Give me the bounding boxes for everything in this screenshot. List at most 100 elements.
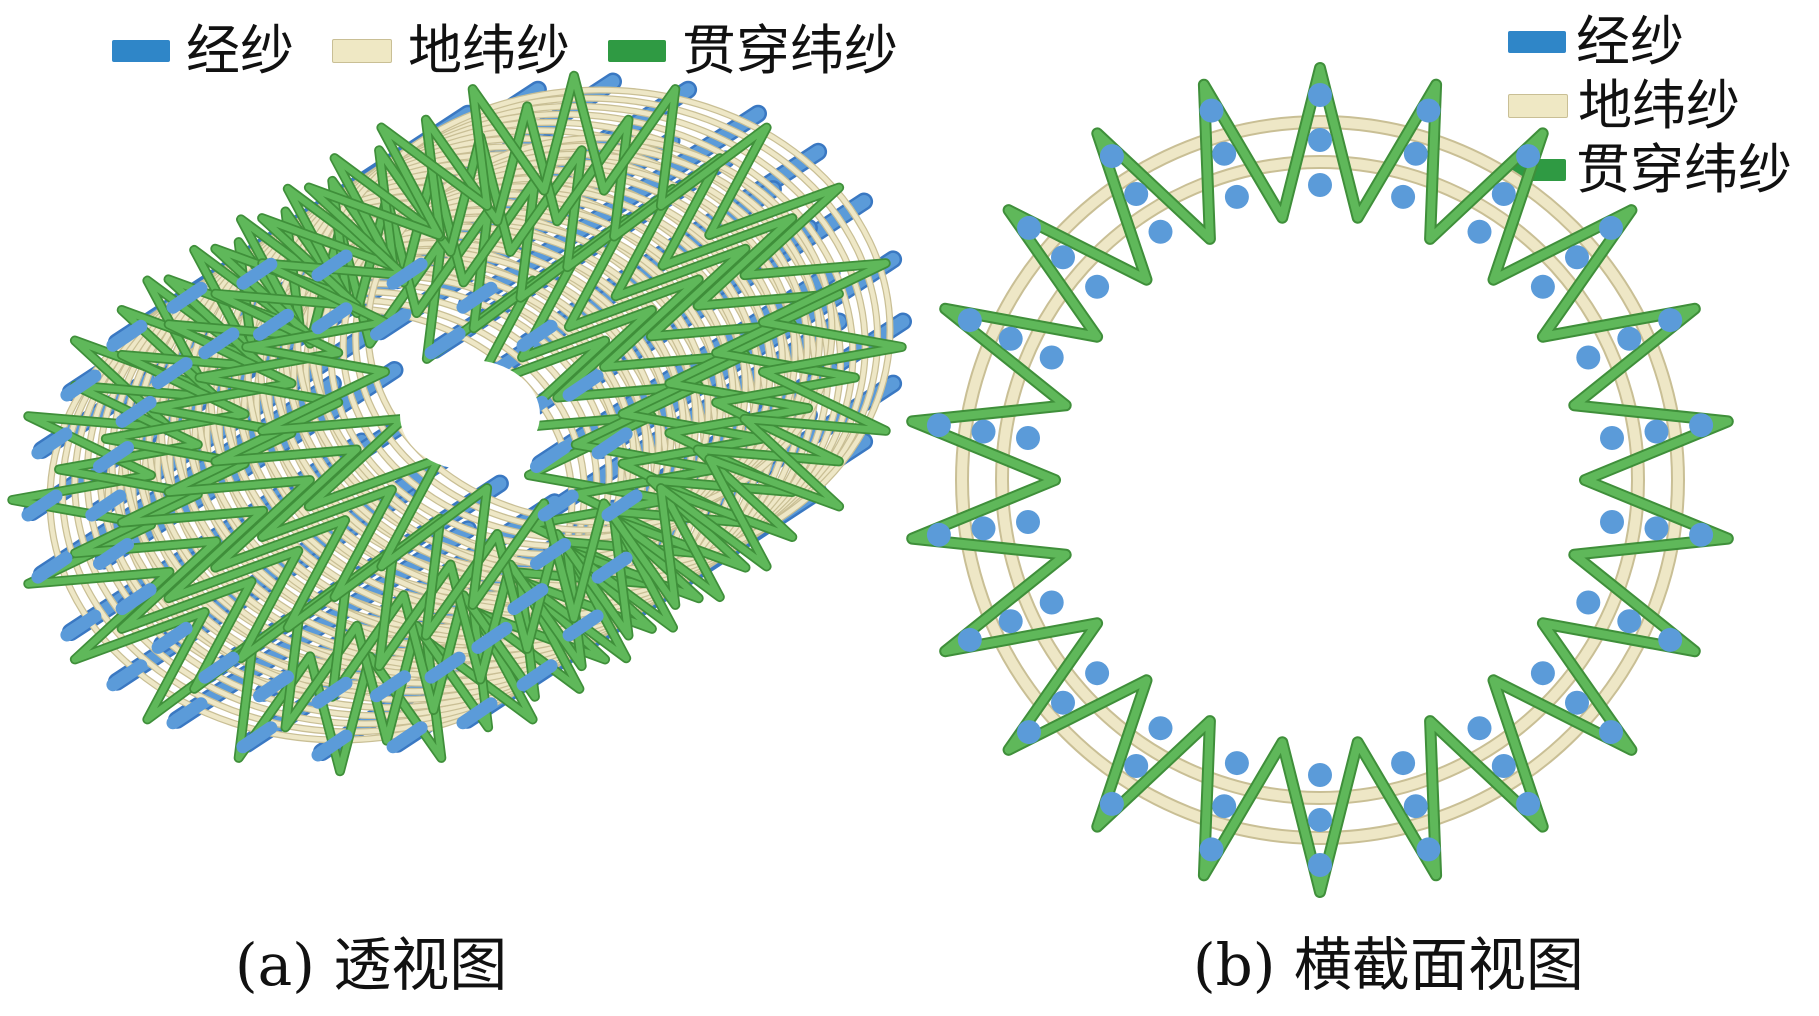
legend-item-through-weft: 贯穿纬纱 xyxy=(608,24,898,78)
warp-dot xyxy=(1308,808,1332,832)
warp-yarn-end xyxy=(562,609,604,642)
warp-yarn-end xyxy=(591,551,633,584)
warp-yarn-end xyxy=(516,319,558,352)
caption-perspective-view: (a) 透视图 xyxy=(235,931,508,999)
through-weft-group xyxy=(7,70,907,777)
warp-yarn-end xyxy=(311,676,353,709)
warp-dot xyxy=(1516,791,1541,816)
warp-yarn-end xyxy=(591,427,633,460)
through-weft-zigzag xyxy=(908,64,1732,896)
warp-dot xyxy=(1039,590,1064,615)
warp-yarn-end xyxy=(106,659,148,692)
warp-dot xyxy=(1403,141,1428,166)
warp-yarn-end xyxy=(370,670,411,703)
warp-dot xyxy=(1308,853,1332,877)
swatch-ground-weft xyxy=(332,39,392,63)
warp-dot xyxy=(1600,510,1624,534)
warp-dot xyxy=(1199,837,1224,862)
warp-dot xyxy=(1403,794,1428,819)
warp-yarn-end xyxy=(31,551,73,584)
warp-dot xyxy=(1099,791,1124,816)
warp-dot xyxy=(1148,219,1173,244)
legend-label-warp: 经纱 xyxy=(1576,10,1684,73)
warp-yarn-end xyxy=(166,281,208,314)
warp-dot xyxy=(1212,141,1237,166)
warp-yarn-end xyxy=(530,538,571,570)
warp-yarn-end xyxy=(311,302,353,335)
warp-yarn-end xyxy=(471,621,513,654)
warp-dot xyxy=(1051,690,1075,715)
warp-yarn-end xyxy=(93,441,134,473)
warp-yarn-end xyxy=(93,538,134,570)
warp-yarn-end xyxy=(601,489,643,522)
warp-dot xyxy=(1212,794,1237,819)
warp-yarn-end xyxy=(115,395,157,428)
warp-dot xyxy=(971,419,996,444)
warp-yarn-end xyxy=(311,729,353,762)
warp-dot xyxy=(1224,751,1249,776)
warp-dot xyxy=(1467,219,1492,244)
warp-dot xyxy=(1124,182,1149,206)
warp-yarn-end xyxy=(198,327,240,360)
legend-item-warp: 经纱 xyxy=(112,24,294,78)
warp-dot xyxy=(1530,661,1555,686)
warp-dot xyxy=(1085,661,1110,686)
warp-dot xyxy=(1391,751,1416,776)
warp-dot xyxy=(1658,627,1683,652)
warp-dot xyxy=(1416,837,1441,862)
warp-dot xyxy=(1199,98,1224,123)
through-weft-zigzag xyxy=(55,194,718,744)
swatch-warp xyxy=(112,40,170,62)
warp-dot xyxy=(1576,590,1601,615)
warp-yarn-end xyxy=(311,249,353,282)
warp-dot xyxy=(1599,720,1623,745)
warp-dot xyxy=(1617,609,1642,634)
warp-yarn-end xyxy=(106,319,148,352)
warp-dot xyxy=(1391,184,1416,209)
legend-item-ground-weft: 地纬纱 xyxy=(1508,74,1792,138)
warp-yarn-end xyxy=(151,357,193,390)
warp-dot xyxy=(1617,326,1642,351)
warp-yarn-end xyxy=(386,721,428,754)
warp-dot xyxy=(1308,763,1332,787)
warp-dot xyxy=(1308,173,1332,197)
legend-cross-section: 经纱 地纬纱 贯穿纬纱 xyxy=(1508,10,1792,202)
warp-yarn-end xyxy=(253,670,294,703)
legend-label-ground-weft: 地纬纱 xyxy=(1578,74,1740,137)
warp-dot xyxy=(1416,98,1441,123)
warp-yarn-end xyxy=(507,583,549,616)
tube-center-hole xyxy=(400,360,540,470)
warp-dot xyxy=(1467,716,1492,741)
warp-dot xyxy=(1039,345,1064,370)
warp-dot xyxy=(1016,426,1040,450)
warp-dot xyxy=(1491,754,1516,778)
warp-dot xyxy=(957,308,982,333)
legend-label-warp: 经纱 xyxy=(186,19,294,82)
swatch-warp xyxy=(1508,31,1566,53)
legend-label-ground-weft: 地纬纱 xyxy=(408,19,570,82)
warp-dot xyxy=(1689,413,1714,438)
legend-label-through-weft: 贯穿纬纱 xyxy=(1576,138,1792,201)
warp-yarn-end xyxy=(85,489,127,522)
through-weft-zigzag-group xyxy=(906,62,1734,898)
warp-dot xyxy=(1565,245,1589,270)
warp-dot xyxy=(1689,522,1714,547)
warp-dots-group xyxy=(926,83,1714,877)
warp-dot xyxy=(1224,184,1249,209)
warp-dot xyxy=(1085,274,1110,299)
warp-dot xyxy=(1308,83,1332,107)
ground-weft-outer-ring xyxy=(957,117,1683,843)
swatch-through-weft xyxy=(608,40,666,62)
warp-dot xyxy=(1576,345,1601,370)
through-weft-zigzag xyxy=(102,164,765,714)
warp-dot xyxy=(1099,144,1124,169)
warp-yarn-end xyxy=(370,308,411,341)
warp-dot xyxy=(1644,516,1669,541)
warp-dot xyxy=(1516,144,1541,169)
warp-yarn-end xyxy=(60,369,102,402)
warp-yarn-end xyxy=(60,609,102,642)
legend-item-warp: 经纱 xyxy=(1508,10,1792,74)
warp-dot xyxy=(998,326,1023,351)
warp-yarn-end xyxy=(456,697,498,730)
